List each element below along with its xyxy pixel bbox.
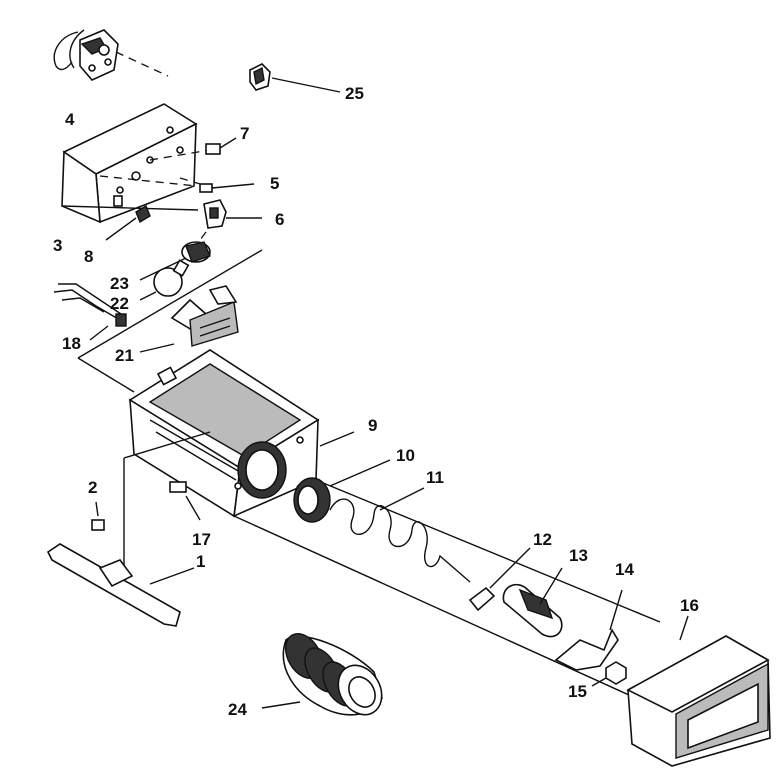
callout-21: 21 <box>115 346 134 365</box>
part-6-bracket <box>199 199 262 241</box>
part-5-screw <box>199 183 255 193</box>
part-7-screw <box>205 137 237 155</box>
part-24-bushing <box>261 633 383 716</box>
callout-9: 9 <box>368 416 377 435</box>
callout-15: 15 <box>568 682 587 701</box>
callout-14: 14 <box>615 560 634 579</box>
part-9-housing <box>128 349 355 518</box>
part-21-grille <box>139 285 239 353</box>
callout-23: 23 <box>110 274 129 293</box>
callout-24: 24 <box>228 700 247 719</box>
part-17-screw <box>169 481 201 521</box>
callout-8: 8 <box>84 247 93 266</box>
callout-3: 3 <box>53 236 62 255</box>
callout-10: 10 <box>396 446 415 465</box>
part-18-wire-harness <box>53 283 127 341</box>
callout-13: 13 <box>569 546 588 565</box>
part-13-door <box>502 567 563 638</box>
callout-22: 22 <box>110 294 129 313</box>
part-15-nut <box>591 661 627 687</box>
callout-11: 11 <box>426 468 444 487</box>
callout-17: 17 <box>192 530 211 549</box>
part-12-clip <box>468 547 531 612</box>
callout-5: 5 <box>270 174 279 193</box>
part-4-switch <box>53 29 169 81</box>
callout-16: 16 <box>680 596 699 615</box>
callout-18: 18 <box>62 334 81 353</box>
part-22-bulb <box>139 259 190 301</box>
callout-25: 25 <box>345 84 364 103</box>
callout-4: 4 <box>65 110 75 129</box>
callout-1: 1 <box>196 552 205 571</box>
part-14-lever <box>554 589 623 671</box>
part-25-clip <box>249 63 341 93</box>
part-16-front-housing <box>626 615 771 767</box>
part-8-block <box>105 204 151 241</box>
part-10-cap <box>293 459 391 523</box>
callout-12: 12 <box>533 530 552 549</box>
part-2-screw <box>91 501 105 531</box>
callout-7: 7 <box>240 124 249 143</box>
part-23-lamp-socket <box>139 241 211 281</box>
callout-6: 6 <box>275 210 284 229</box>
callout-labels: 4 25 7 5 6 3 8 23 22 18 21 9 10 11 2 17 … <box>53 84 699 719</box>
callout-2: 2 <box>88 478 97 497</box>
part-1-arm <box>46 543 195 627</box>
part-11-spring <box>329 487 471 583</box>
part-3-housing <box>61 103 215 224</box>
